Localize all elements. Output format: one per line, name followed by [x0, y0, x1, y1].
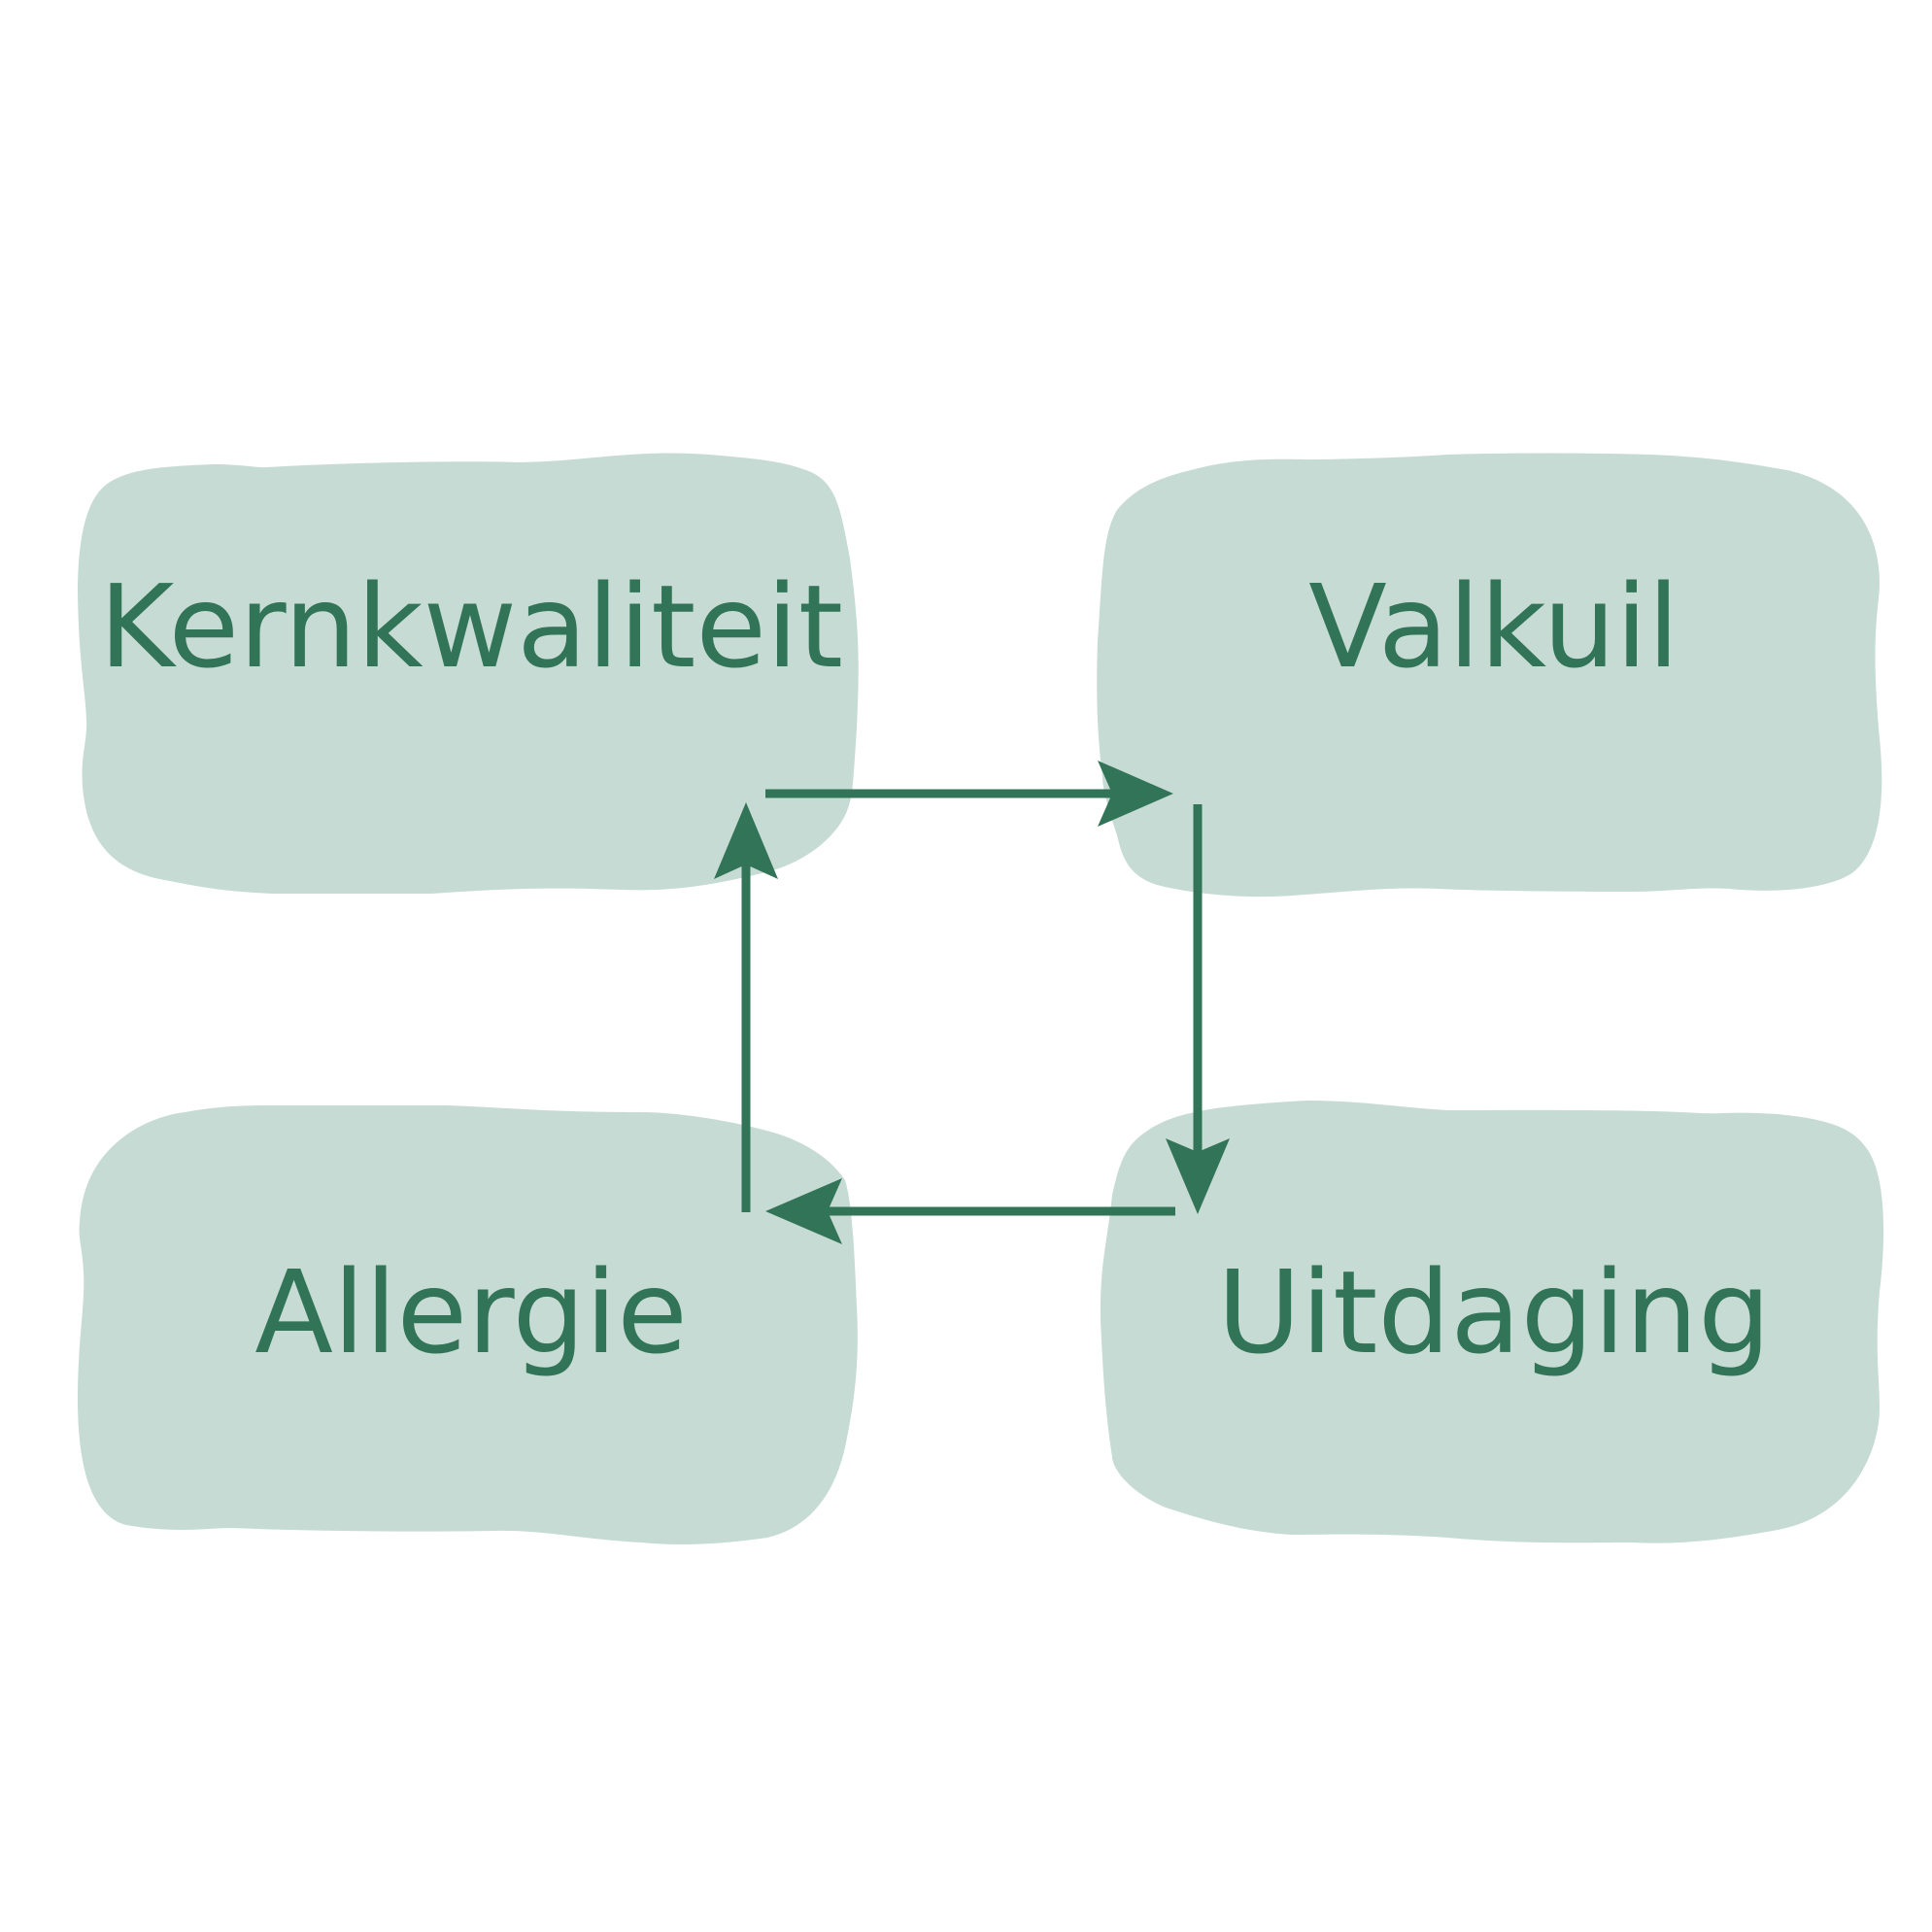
arrow-challenge-to-allergy-head [765, 1178, 842, 1244]
node-allergy-label: Allergie [254, 1245, 688, 1379]
arrow-core-to-pitfall [765, 761, 1173, 827]
node-pitfall-shape [1097, 453, 1882, 898]
node-core-quality: Kernkwaliteit [78, 453, 859, 894]
node-pitfall-label: Valkuil [1308, 559, 1679, 694]
node-core-quality-shape [78, 453, 859, 894]
node-challenge: Uitdaging [1100, 1101, 1884, 1543]
arrow-core-to-pitfall-head [1098, 761, 1173, 827]
arrow-allergy-to-core [714, 802, 778, 1212]
arrow-pitfall-to-challenge-head [1166, 1138, 1230, 1214]
node-challenge-shape [1100, 1101, 1884, 1543]
node-allergy: Allergie [78, 1105, 858, 1545]
arrow-allergy-to-core-head [714, 802, 778, 879]
node-allergy-shape [78, 1105, 858, 1545]
arrow-challenge-to-allergy [765, 1178, 1175, 1244]
node-pitfall: Valkuil [1097, 453, 1882, 898]
arrow-pitfall-to-challenge [1166, 804, 1230, 1214]
node-core-quality-label: Kernkwaliteit [99, 559, 843, 694]
node-challenge-label: Uitdaging [1217, 1245, 1771, 1379]
